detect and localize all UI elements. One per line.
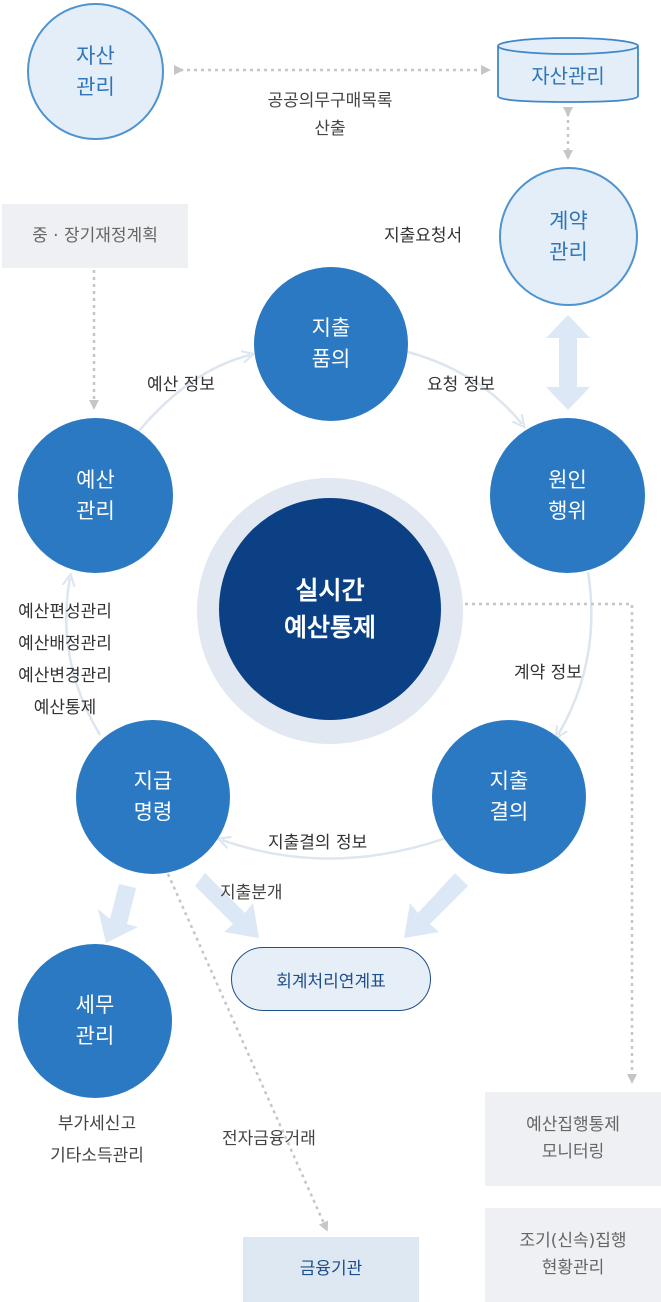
request-info-label: 요청 정보 (427, 375, 495, 395)
payment-to-accounting-arrow (195, 873, 259, 938)
early-execution-box: 조기(신속)집행 현황관리 (485, 1208, 661, 1302)
resolution-to-accounting-arrow (404, 873, 468, 938)
asset-mgmt-label: 자산 관리 (76, 43, 115, 99)
cause-action-node: 원인 행위 (490, 418, 645, 573)
resolution-info-label: 지출결의 정보 (268, 833, 368, 853)
resolution-to-payment-arc (222, 838, 447, 860)
budget-info-label: 예산 정보 (147, 375, 215, 395)
budget-mgmt-label: 예산 관리 (76, 467, 115, 523)
mid-long-plan-box: 중 · 장기재정계획 (2, 204, 188, 268)
expense-proposal-label: 지출 품의 (311, 316, 351, 371)
budget-mgmt-node: 예산 관리 (18, 418, 173, 573)
payment-order-label: 지급 명령 (133, 769, 173, 824)
expense-split-label: 지출분개 (220, 883, 283, 903)
expense-proposal-node: 지출 품의 (254, 267, 408, 421)
payment-to-tax-arrow (98, 884, 138, 943)
asset-mgmt-node: 자산 관리 (27, 3, 164, 140)
electronic-finance-label: 전자금융거래 (222, 1129, 316, 1149)
cause-to-resolution-arc (558, 571, 593, 735)
financial-institution-box: 금융기관 (243, 1237, 419, 1302)
realtime-control-label: 실시간 예산통제 (283, 576, 376, 642)
payment-to-budget-arc (66, 578, 102, 736)
tax-mgmt-label: 세무 관리 (75, 993, 115, 1048)
database-icon (497, 37, 639, 103)
contract-mgmt-label: 계약 관리 (549, 208, 588, 264)
contract-mgmt-node: 계약 관리 (499, 167, 638, 306)
expense-resolution-node: 지출 결의 (432, 720, 586, 874)
expense-request-label: 지출요청서 (384, 226, 463, 246)
public-property-label: 공공의무구매목록 산출 (267, 91, 393, 139)
accounting-link-box: 회계처리연계표 (231, 947, 431, 1011)
payment-order-node: 지급 명령 (76, 720, 230, 874)
expense-resolution-label: 지출 결의 (489, 769, 529, 824)
proposal-to-cause-arc (407, 350, 522, 424)
payment-to-bank-connector (166, 873, 329, 1232)
asset-db-label: 자산관리 (531, 64, 605, 88)
tax-items-label: 부가세신고 기타소득관리 (50, 1114, 144, 1166)
control-to-monitoring-connector (465, 602, 637, 1084)
execution-monitoring-box: 예산집행통제 모니터링 (485, 1092, 661, 1186)
contract-cause-double-arrow (546, 315, 590, 410)
tax-mgmt-node: 세무 관리 (18, 944, 172, 1098)
cause-action-label: 원인 행위 (548, 467, 587, 523)
realtime-control-node: 실시간 예산통제 (219, 498, 441, 720)
contract-info-label: 계약 정보 (514, 663, 582, 683)
budget-functions-label: 예산편성관리 예산배정관리 예산변경관리 예산통제 (18, 602, 112, 718)
budget-to-proposal-arc (137, 355, 250, 433)
